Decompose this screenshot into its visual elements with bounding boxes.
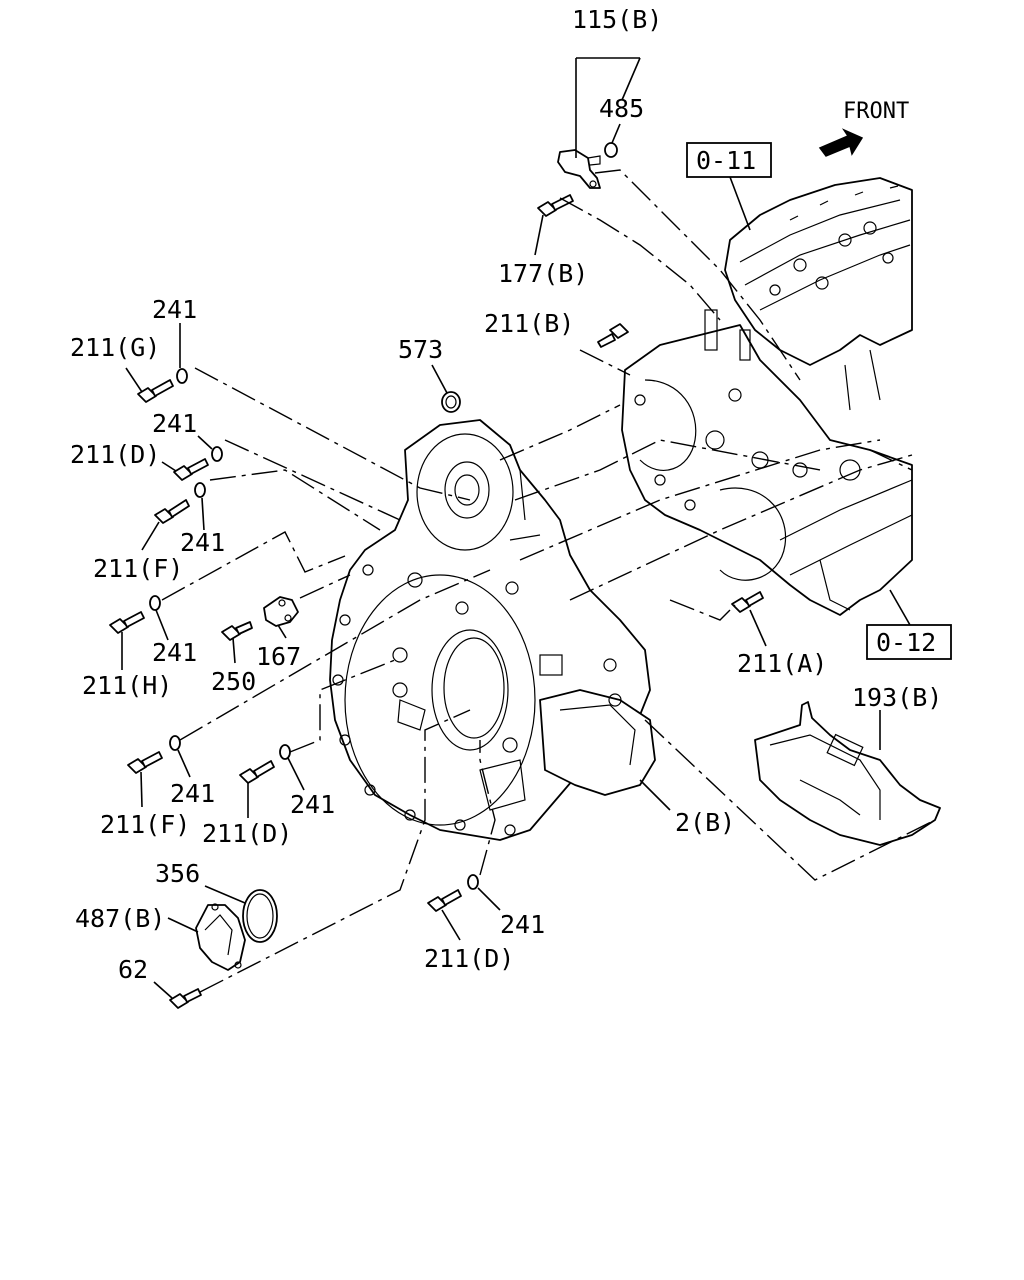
bolt-211d-lower [427,889,462,912]
bolt-211d-upper [173,458,209,481]
label-211d-lower: 211(D) [424,944,514,973]
washer-241-d-middle [279,744,291,760]
bolt-211b [597,323,629,348]
label-241-f-upper: 241 [180,528,225,557]
plug-573 [441,391,461,413]
sensor-115b [557,149,601,189]
washer-241-d-lower [467,874,479,890]
front-label: FRONT [843,99,909,124]
bolt-211g [137,379,174,403]
label-356: 356 [155,859,200,888]
label-241-h: 241 [152,638,197,667]
label-241-g: 241 [152,295,197,324]
washer-241-d-upper [211,446,223,462]
ref-label-0-11: 0-11 [696,146,756,175]
washer-241-g [176,368,188,384]
engine-block-illustration [621,177,913,616]
bolt-62 [169,988,202,1009]
cover-487b [195,903,246,971]
leader-lines [121,57,936,999]
label-250: 250 [211,667,256,696]
label-193b: 193(B) [852,683,942,712]
label-241-d-lower: 241 [500,910,545,939]
cover-167 [263,596,299,627]
label-211a: 211(A) [737,649,827,678]
washer-241-h [149,595,161,611]
label-177b: 177(B) [498,259,588,288]
washer-241-f-lower [169,735,181,751]
label-167: 167 [256,642,301,671]
ref-box-0-12[interactable]: 0-12 [866,624,952,660]
label-573: 573 [398,335,443,364]
bolt-211a [731,591,764,613]
bolt-250 [221,621,253,641]
bolt-211f-upper [154,499,190,524]
label-211h: 211(H) [82,671,172,700]
cover-193b [754,701,941,846]
front-arrow-icon [818,128,864,157]
label-2b: 2(B) [675,808,735,837]
label-485: 485 [599,94,644,123]
label-487b: 487(B) [75,904,165,933]
ref-label-0-12: 0-12 [876,628,936,657]
bolt-211h [109,611,145,634]
label-211f-lower: 211(F) [100,810,190,839]
washer-241-f-upper [194,482,206,498]
label-211d-middle: 211(D) [202,819,292,848]
label-211b: 211(B) [484,309,574,338]
label-62: 62 [118,955,148,984]
label-211f-upper: 211(F) [93,554,183,583]
label-115b: 115(B) [572,5,662,34]
label-241-d-upper: 241 [152,409,197,438]
part-labels: 115(B) 485 177(B) 211(B) 241 211(G) 573 … [70,5,942,984]
flywheel-housing-illustration [329,419,656,841]
label-241-d-middle: 241 [290,790,335,819]
bolt-177b [537,194,574,217]
o-ring-485 [604,142,618,158]
o-ring-356 [242,889,278,943]
label-211d-upper: 211(D) [70,440,160,469]
ref-box-0-11[interactable]: 0-11 [686,142,772,178]
label-241-f-lower: 241 [170,779,215,808]
label-211g: 211(G) [70,333,160,362]
bolt-211f-lower [127,751,163,774]
bolt-211d-middle [239,760,275,784]
